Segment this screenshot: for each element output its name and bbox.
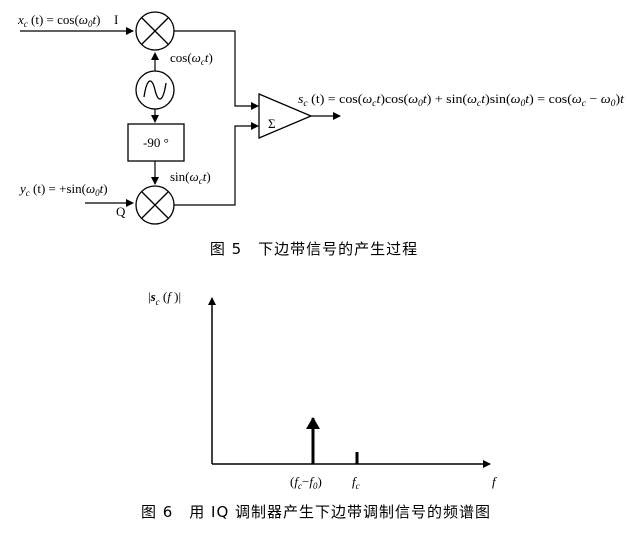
tick-lsb: (fc−f0) — [290, 474, 322, 491]
phase-shifter-label: -90 ° — [143, 135, 169, 150]
fig5-caption: 图 5 下边带信号的产生过程 — [210, 240, 418, 258]
label-i: I — [114, 12, 118, 27]
output-equation: sc (t) = cos(ωct)cos(ω0t) + sin(ωct)sin(… — [298, 91, 624, 108]
input-y-label: yc (t) = +sin(ω0t) — [18, 181, 108, 198]
oscillator — [135, 70, 175, 110]
bottom-mixer — [135, 185, 175, 225]
fig6-caption: 图 6 用 IQ 调制器产生下边带调制信号的频谱图 — [141, 503, 491, 521]
summer-symbol: Σ — [268, 116, 276, 131]
y-axis-label: |sc (f )| — [148, 289, 181, 307]
summer — [258, 93, 313, 139]
top-path-to-summer — [174, 30, 259, 110]
mixer-top-label: cos(ωct) — [170, 50, 213, 67]
x-axis-label: f — [492, 474, 498, 489]
tick-carrier: fc — [352, 474, 360, 491]
label-q: Q — [116, 204, 126, 219]
phase-shifter-box — [127, 123, 185, 162]
mixer-bottom-label: sin(ωct) — [170, 169, 211, 186]
top-mixer — [135, 11, 175, 51]
input-x-label: xc (t) = cos(ω0t) — [17, 12, 100, 29]
lsb-block-diagram: xc (t) = cos(ω0t) I cos(ωct) -90 ° sin(ω… — [17, 11, 624, 258]
lsb-spectrum: |sc (f )| f (fc−f0) fc 图 6 用 IQ 调制器产生下边带… — [141, 289, 498, 521]
bottom-path-to-summer — [174, 122, 259, 206]
